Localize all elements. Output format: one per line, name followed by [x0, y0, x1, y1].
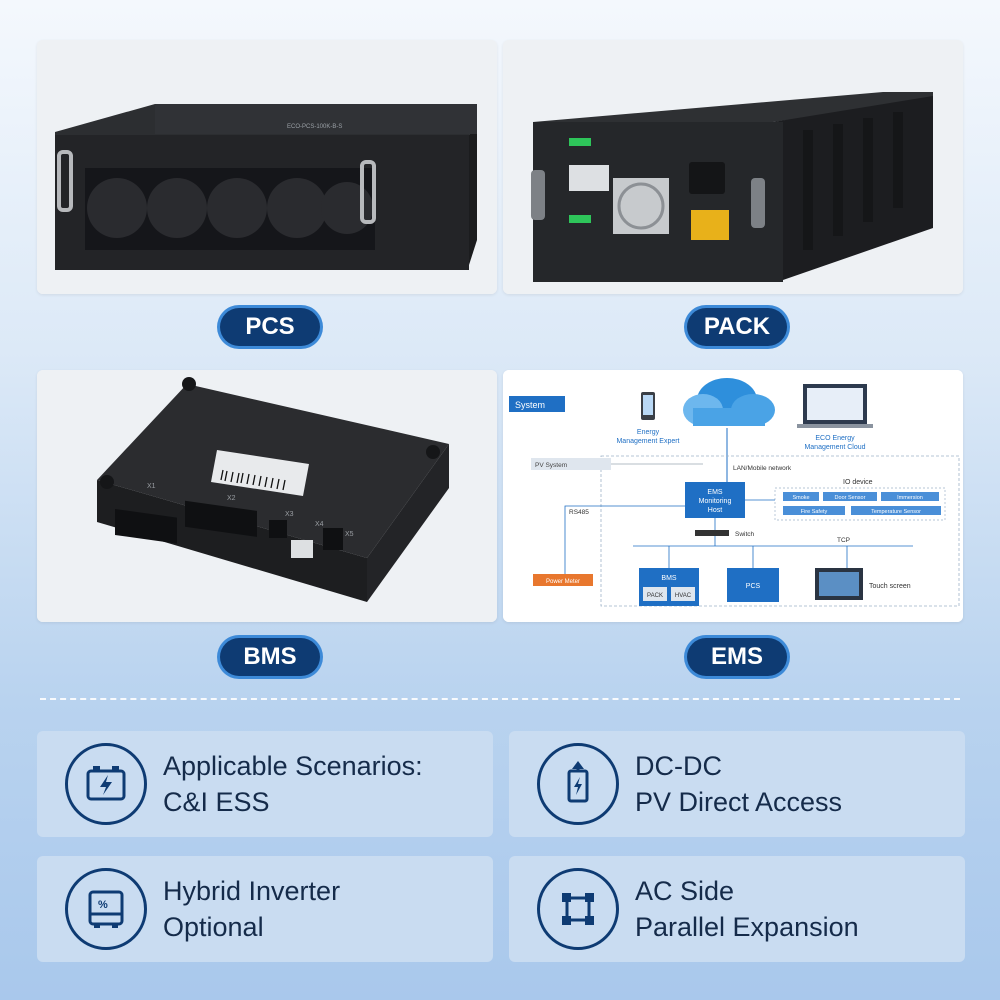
ems-sensor-temperature: Temperature Sensor [871, 509, 921, 515]
dc-converter-icon [537, 743, 619, 825]
ems-diagram-card: System Energy Management Expert ECO Ener… [503, 370, 963, 622]
bms-connector-x1: X1 [147, 483, 156, 490]
feature-dcdc-line2: PV Direct Access [635, 787, 843, 817]
pcs-label-pill: PCS [220, 308, 320, 346]
pack-label-pill: PACK [687, 308, 787, 346]
feature-inverter-line1: Hybrid Inverter [163, 876, 341, 906]
bms-connector-x4: X4 [315, 521, 324, 528]
ems-label-pill: EMS [687, 638, 787, 676]
section-divider [40, 698, 960, 700]
feature-tile-dcdc: DC-DC PV Direct Access [509, 731, 965, 837]
ems-tcp: TCP [837, 537, 850, 544]
ems-cloud-label-1: ECO Energy [815, 435, 855, 442]
ems-sensor-door: Door Sensor [835, 495, 866, 501]
bms-image-card: X1 X2 X3 X4 X5 [37, 370, 497, 622]
svg-text:%: % [98, 899, 108, 911]
bms-label-pill: BMS [220, 638, 320, 676]
feature-scenarios-line2: C&I ESS [163, 787, 270, 817]
feature-tile-inverter: % Hybrid Inverter Optional [37, 856, 493, 962]
ems-cloud-label-2: Management Cloud [804, 444, 865, 451]
feature-inverter-line2: Optional [163, 912, 264, 942]
inverter-icon: % [65, 868, 147, 950]
ems-pack: PACK [647, 593, 663, 599]
pack-device-image [503, 40, 963, 294]
bms-connector-x2: X2 [227, 495, 236, 502]
ems-hvac: HVAC [675, 593, 692, 599]
bms-device-image: X1 X2 X3 X4 X5 [37, 370, 497, 622]
bms-connector-x5: X5 [345, 531, 354, 538]
ems-host-line-2: Monitoring [699, 498, 732, 505]
ems-app-label-1: Energy [637, 429, 660, 436]
pack-image-card [503, 40, 963, 294]
ems-pcs: PCS [746, 583, 761, 590]
ems-sensor-immersion: Immersion [897, 495, 923, 501]
ems-host-line-3: Host [708, 507, 722, 514]
feature-tile-expansion: AC Side Parallel Expansion [509, 856, 965, 962]
feature-scenarios-line1: Applicable Scenarios: [163, 751, 423, 781]
feature-tile-scenarios: Applicable Scenarios: C&I ESS [37, 731, 493, 837]
feature-expansion-line2: Parallel Expansion [635, 912, 859, 942]
battery-icon [65, 743, 147, 825]
ems-io-device: IO device [843, 479, 873, 486]
ems-switch: Switch [735, 531, 755, 538]
bms-connector-x3: X3 [285, 511, 294, 518]
pcs-image-card: ECO-PCS-100K-B-S [37, 40, 497, 294]
ems-bms: BMS [661, 575, 677, 582]
cloud-icon [683, 378, 775, 426]
ems-pv-system: PV System [535, 462, 567, 469]
ems-rs485: RS485 [569, 509, 589, 516]
ems-network-label: LAN/Mobile network [733, 465, 792, 472]
ems-power-meter: Power Meter [546, 579, 580, 585]
ems-system-diagram: System Energy Management Expert ECO Ener… [503, 370, 963, 622]
ems-app-label-2: Management Expert [616, 438, 679, 445]
feature-dcdc-line1: DC-DC [635, 751, 722, 781]
ems-host-line-1: EMS [707, 489, 723, 496]
pcs-device-image: ECO-PCS-100K-B-S [37, 40, 497, 294]
feature-expansion-line1: AC Side [635, 876, 735, 906]
pcs-model-label: ECO-PCS-100K-B-S [287, 124, 342, 130]
ems-touch-screen: Touch screen [869, 583, 911, 590]
ems-system-tag: System [515, 400, 545, 410]
expansion-icon [537, 868, 619, 950]
ems-sensor-fire: Fire Safety [801, 509, 828, 515]
ems-sensor-smoke: Smoke [792, 495, 809, 501]
